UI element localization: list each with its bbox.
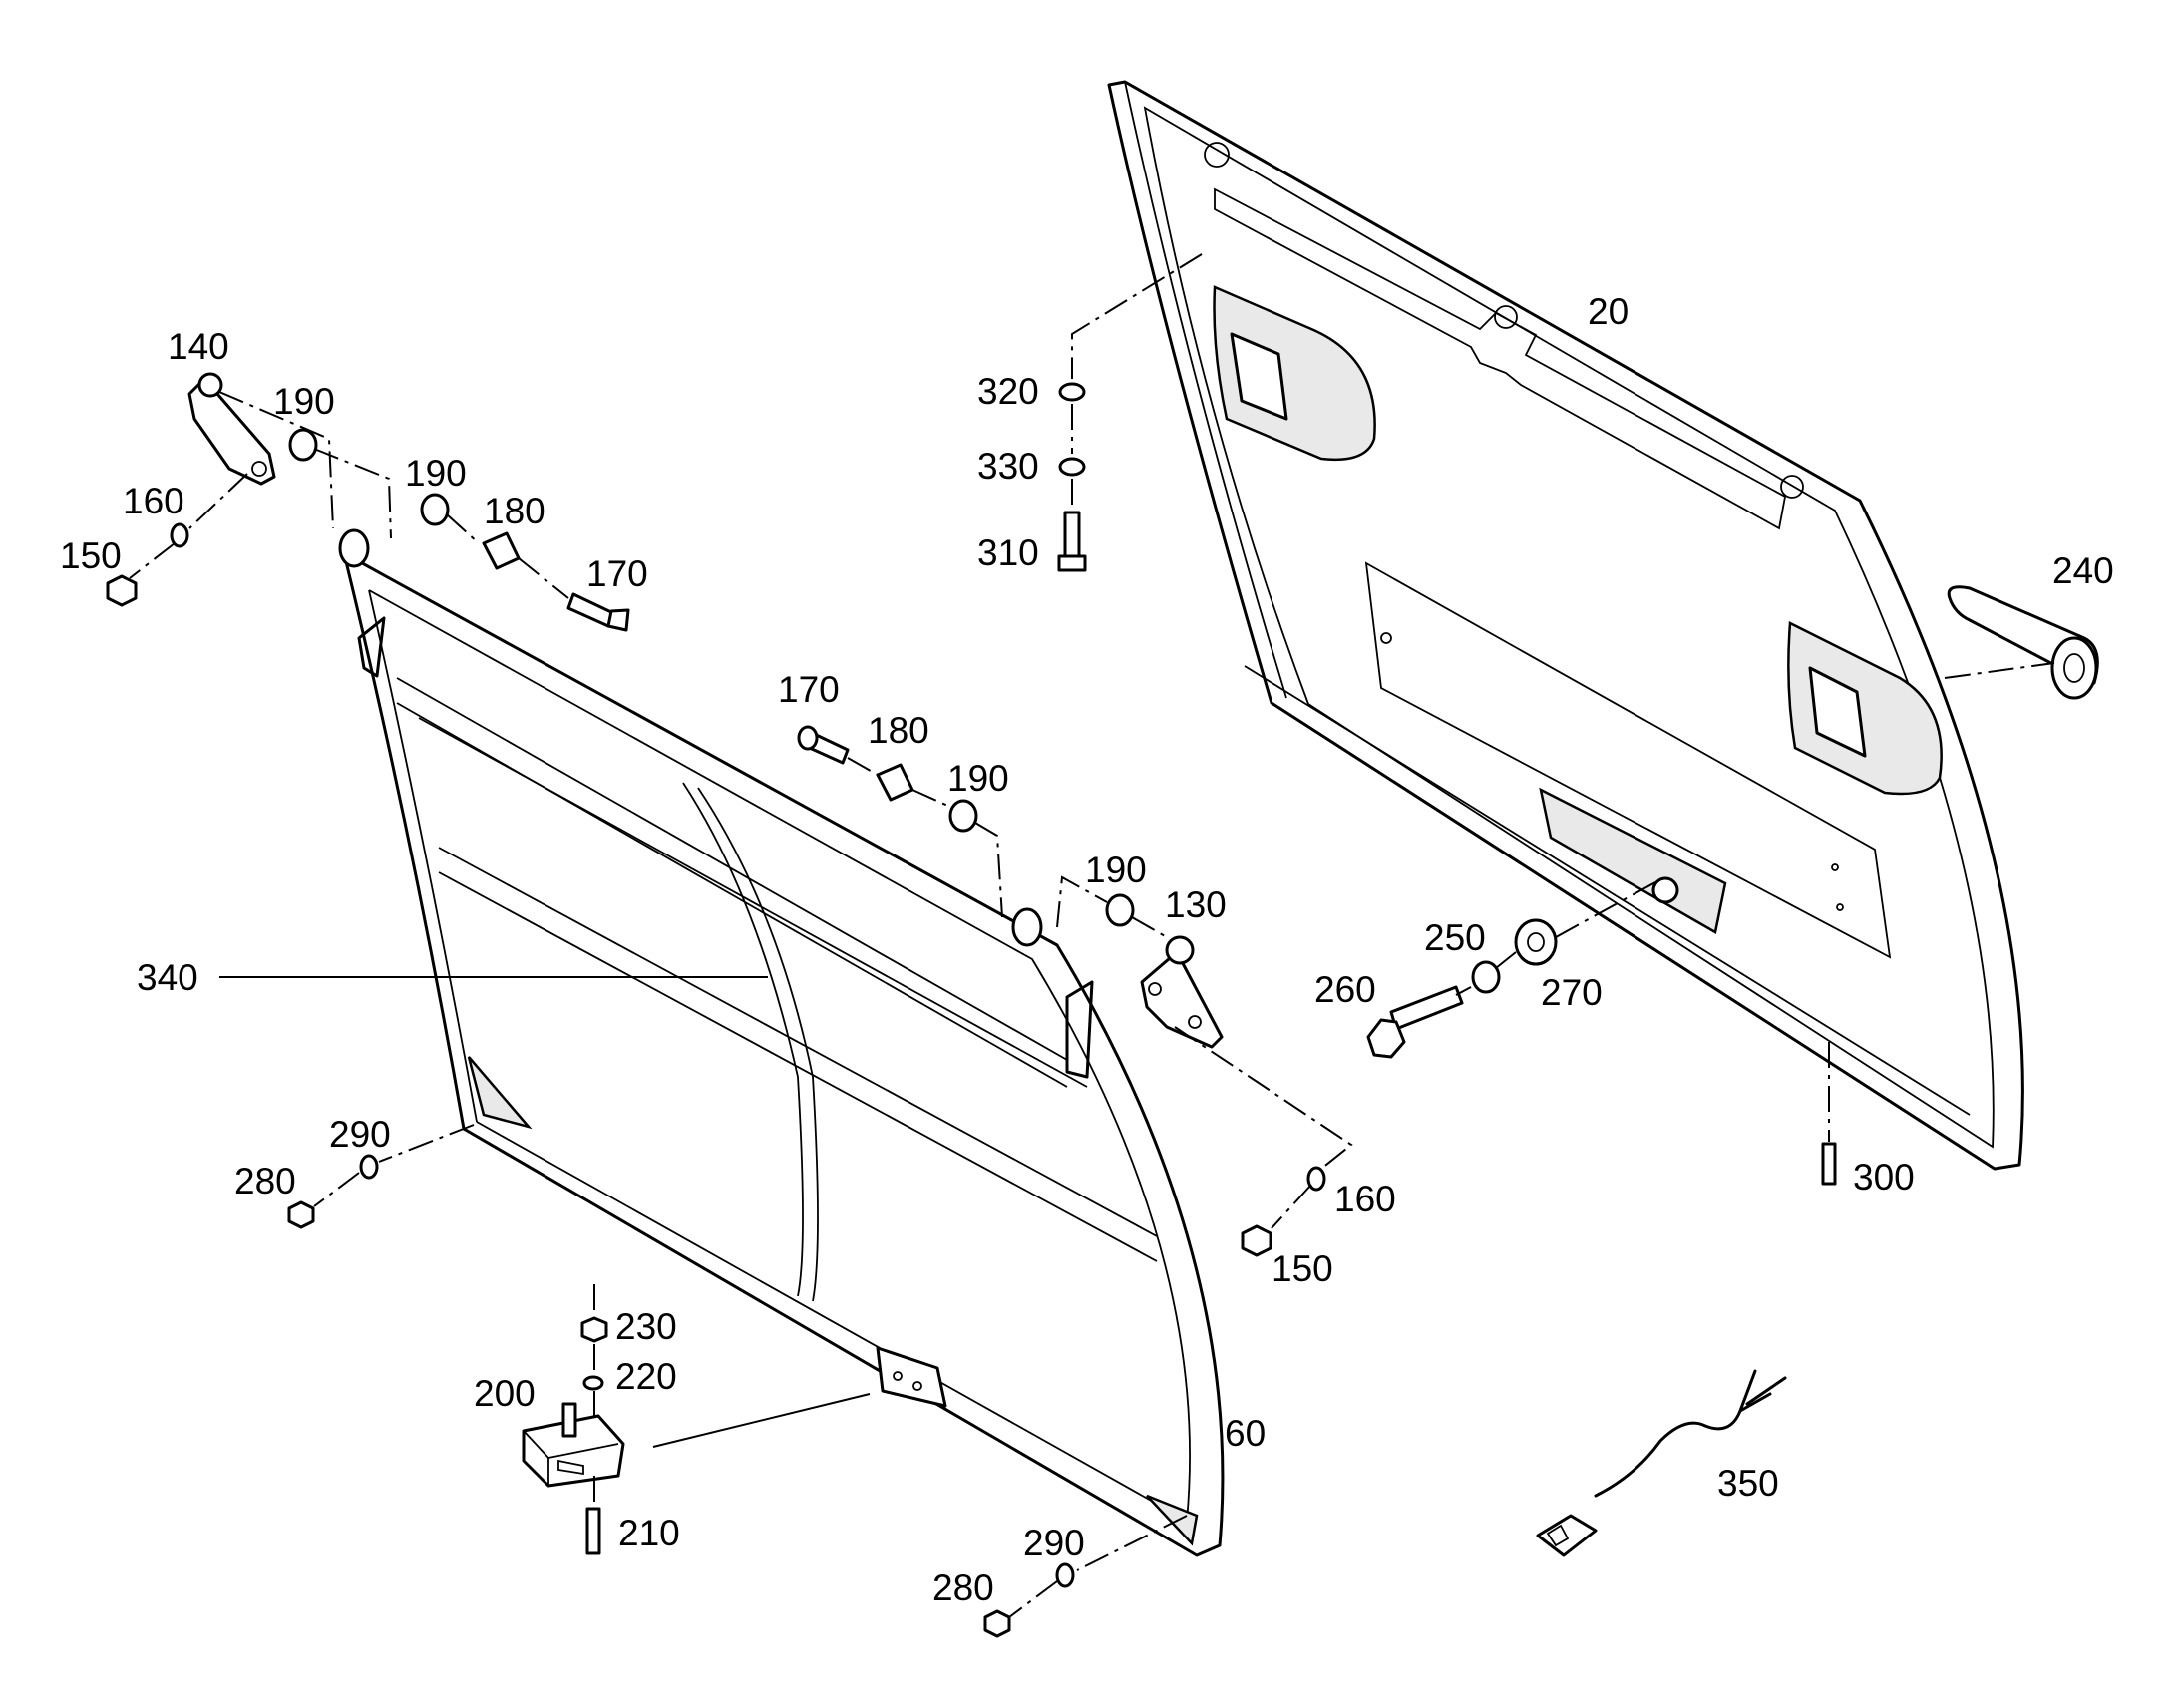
callout-170: 170 [586,553,648,594]
callout-250: 250 [1424,917,1486,958]
handle-part-240 [1947,585,2099,700]
callout-290: 290 [1023,1523,1085,1563]
callout-labels: 20 60 130 140 150 150 160 160 170 170 18… [60,291,2114,1608]
callout-330: 330 [977,446,1039,487]
callout-340: 340 [137,957,198,998]
callout-60: 60 [1225,1413,1266,1454]
callout-190: 190 [405,453,467,494]
callout-150: 150 [60,535,122,576]
callout-310: 310 [977,532,1039,573]
callout-260: 260 [1314,969,1376,1010]
callout-210: 210 [618,1513,680,1553]
callout-220: 220 [615,1356,677,1397]
frame-part-60 [338,528,1225,1557]
callout-240: 240 [2052,550,2114,591]
callout-20: 20 [1588,291,1629,332]
callout-150: 150 [1272,1248,1333,1289]
callout-160: 160 [123,481,184,521]
hardware-group [106,382,1837,1638]
callout-190: 190 [1085,850,1147,890]
callout-280: 280 [932,1567,994,1608]
callout-280: 280 [234,1161,296,1201]
hinge-bracket-part-130 [1140,935,1224,1049]
callout-190: 190 [947,758,1009,799]
callout-180: 180 [484,491,545,531]
hinge-bracket-part-140 [187,372,276,486]
callout-290: 290 [329,1114,391,1155]
harness-part-350 [1536,1369,1787,1557]
callout-200: 200 [474,1373,536,1414]
callout-170: 170 [778,669,840,710]
assembly-lines [129,253,2055,1618]
panel-part-20 [1107,80,2024,1171]
callout-140: 140 [168,326,229,367]
callout-190: 190 [273,381,335,422]
callout-270: 270 [1541,972,1603,1013]
callout-300: 300 [1853,1157,1915,1197]
callout-350: 350 [1717,1463,1779,1504]
callout-230: 230 [615,1306,677,1347]
callout-130: 130 [1165,884,1227,925]
latch-block-part-200 [522,1402,625,1488]
callout-320: 320 [977,371,1039,412]
leader-lines [219,976,871,1448]
callout-160: 160 [1334,1179,1396,1219]
callout-180: 180 [868,710,929,751]
